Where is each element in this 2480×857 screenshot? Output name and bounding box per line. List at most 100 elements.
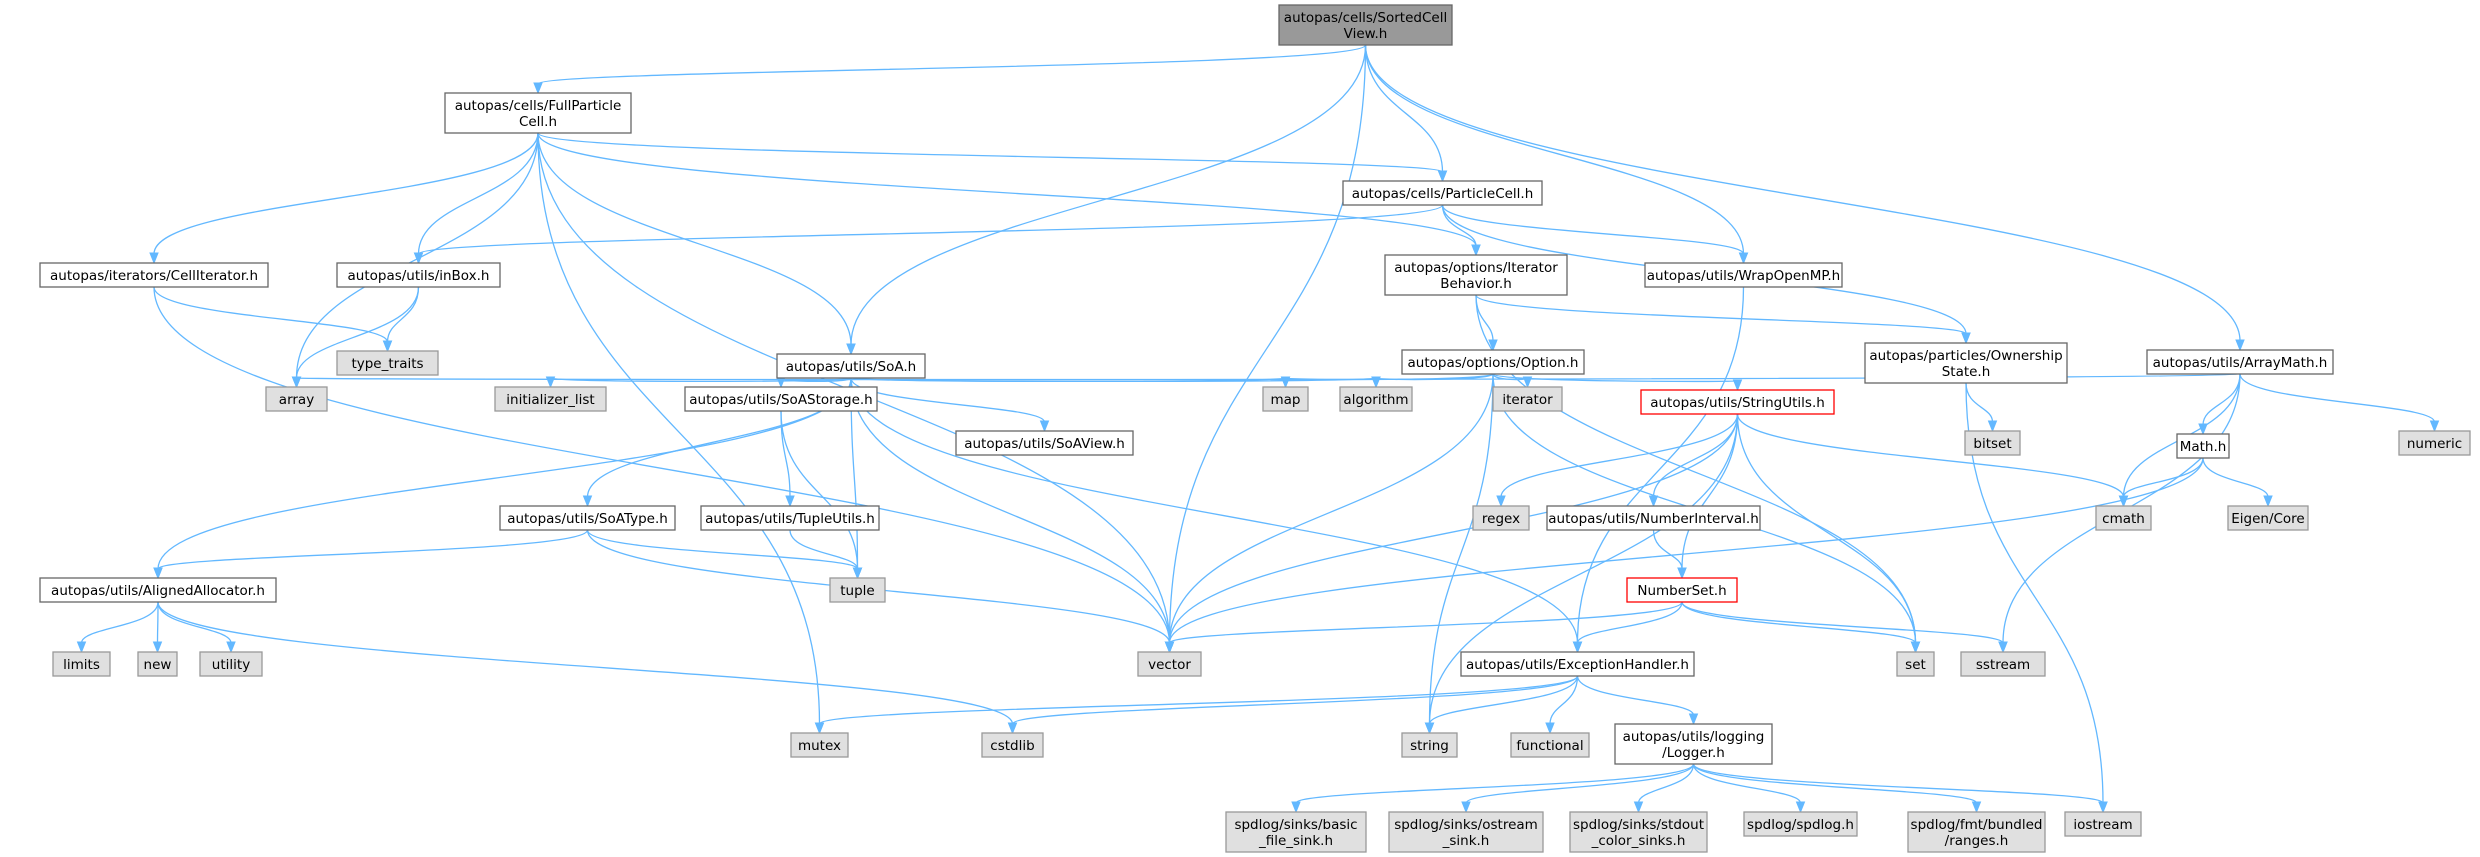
node-stdoutcolorsinks: spdlog/sinks/stdout_color_sinks.h [1569, 811, 1708, 853]
node-bitset: bitset [1964, 430, 2021, 456]
node-box [776, 353, 926, 379]
node-label: spdlog/sinks/ostream [1394, 817, 1538, 833]
node-label: autopas/options/Option.h [1408, 355, 1579, 371]
node-soaview[interactable]: autopas/utils/SoAView.h [955, 430, 1134, 456]
node-label: _sink.h [1442, 833, 1490, 849]
node-spdlog: spdlog/spdlog.h [1743, 811, 1858, 837]
node-label: autopas/utils/TupleUtils.h [705, 511, 875, 527]
node-new: new [137, 651, 178, 677]
edge-logger-to-ostreamsink [1461, 763, 1695, 814]
node-label: autopas/utils/logging [1623, 729, 1765, 745]
edge-particlecell-to-iteratorbehavior [1441, 204, 1481, 257]
node-label: Eigen/Core [2231, 511, 2305, 527]
edge-mathh-to-cmath [2118, 457, 2204, 508]
node-alignedallocator[interactable]: autopas/utils/AlignedAllocator.h [39, 577, 277, 603]
edge-alignedallocator-to-new [152, 601, 163, 654]
node-particlecell[interactable]: autopas/cells/ParticleCell.h [1342, 180, 1543, 206]
node-label: bitset [1973, 436, 2011, 452]
node-box [1384, 254, 1568, 296]
node-string: string [1401, 732, 1458, 758]
node-label: map [1271, 392, 1301, 408]
node-tupleutils[interactable]: autopas/utils/TupleUtils.h [700, 505, 880, 531]
node-option[interactable]: autopas/options/Option.h [1401, 349, 1585, 375]
edge-alignedallocator-to-limits [76, 601, 159, 654]
edge-stringutils-to-set [1736, 413, 1921, 654]
edge-celliterator-to-vector [153, 286, 1175, 654]
node-label: autopas/options/Iterator [1394, 260, 1558, 276]
node-box [1907, 811, 2046, 853]
node-limits: limits [52, 651, 111, 677]
node-label: NumberSet.h [1637, 583, 1726, 599]
node-box [1614, 723, 1773, 765]
edge-soa-to-vector [850, 377, 1175, 654]
node-wrapopenmp[interactable]: autopas/utils/WrapOpenMP.h [1644, 262, 1843, 288]
edge-exceptionhandler-to-mutex [814, 675, 1579, 735]
node-label: Math.h [2180, 439, 2227, 455]
node-label: cmath [2102, 511, 2145, 527]
node-label: type_traits [351, 356, 423, 372]
node-stringutils[interactable]: autopas/utils/StringUtils.h [1640, 389, 1835, 415]
node-soa[interactable]: autopas/utils/SoA.h [776, 353, 926, 379]
node-box [1278, 4, 1453, 46]
edge-exceptionhandler-to-cstdlib [1007, 675, 1579, 735]
node-box [1137, 651, 1202, 677]
node-exceptionhandler[interactable]: autopas/utils/ExceptionHandler.h [1460, 651, 1695, 677]
edge-soastorage-to-tuple [780, 410, 863, 580]
edge-option-to-vector [1164, 373, 1494, 654]
edge-iteratorbehavior-to-ownershipstate [1475, 294, 1971, 345]
node-box [2227, 505, 2309, 531]
node-celliterator[interactable]: autopas/iterators/CellIterator.h [39, 262, 269, 288]
edge-inbox-to-type_traits [382, 286, 420, 353]
node-box [2064, 811, 2142, 837]
edge-fullparticlecell-to-soa [537, 132, 856, 356]
node-box [981, 732, 1044, 758]
edge-fullparticlecell-to-mutex [537, 132, 825, 735]
node-soastorage[interactable]: autopas/utils/SoAStorage.h [684, 386, 878, 412]
node-label: spdlog/fmt/bundled [1911, 817, 2043, 833]
edge-stringutils-to-regex [1496, 413, 1739, 508]
edge-option-to-string [1424, 373, 1494, 735]
edge-arraymath-to-array [291, 373, 2241, 389]
node-label: autopas/utils/AlignedAllocator.h [51, 583, 265, 599]
edge-fullparticlecell-to-celliterator [149, 132, 539, 265]
node-numeric: numeric [2398, 430, 2471, 456]
node-mathh[interactable]: Math.h [2176, 433, 2230, 459]
node-box [39, 262, 269, 288]
edge-mathh-to-vector [1164, 457, 2204, 654]
node-label: mutex [798, 738, 841, 754]
node-box [955, 430, 1134, 456]
node-eigencore: Eigen/Core [2227, 505, 2309, 531]
edge-logger-to-spdlog [1692, 763, 1806, 814]
edge-fullparticlecell-to-particlecell [537, 132, 1448, 183]
node-box [1342, 180, 1543, 206]
node-box [1401, 732, 1458, 758]
node-label: _color_sinks.h [1591, 833, 1686, 849]
node-arraymath[interactable]: autopas/utils/ArrayMath.h [2146, 349, 2334, 375]
node-tuple: tuple [829, 577, 886, 603]
node-box [265, 386, 328, 412]
node-inbox[interactable]: autopas/utils/inBox.h [336, 262, 501, 288]
edge-logger-to-stdoutcolorsinks [1633, 763, 1695, 814]
node-numberset[interactable]: NumberSet.h [1626, 577, 1738, 603]
node-set: set [1896, 651, 1935, 677]
node-logger[interactable]: autopas/utils/logging/Logger.h [1614, 723, 1773, 765]
node-box [2146, 349, 2334, 375]
edge-particlecell-to-wrapopenmp [1441, 204, 1749, 265]
edge-numberset-to-vector [1164, 601, 1683, 654]
node-soatype[interactable]: autopas/utils/SoAType.h [499, 505, 676, 531]
node-utility: utility [199, 651, 263, 677]
node-box [1960, 651, 2046, 677]
edge-mathh-to-eigencore [2202, 457, 2273, 508]
edge-logger-to-fmtranges [1692, 763, 1982, 814]
edge-sortedcellview-to-vector [1164, 44, 1367, 654]
node-numberinterval[interactable]: autopas/utils/NumberInterval.h [1546, 505, 1761, 531]
node-label: View.h [1344, 26, 1388, 42]
node-fmtranges: spdlog/fmt/bundled/ranges.h [1907, 811, 2046, 853]
node-label: functional [1516, 738, 1583, 754]
node-box [1225, 811, 1367, 853]
